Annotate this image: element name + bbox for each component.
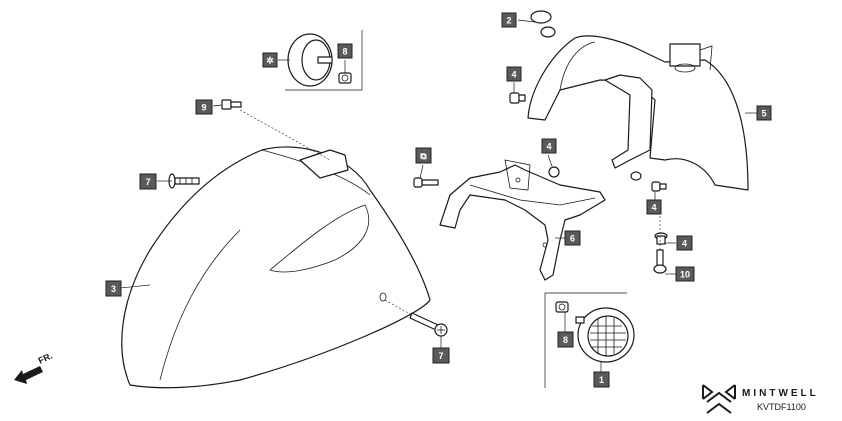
svg-text:7: 7	[145, 177, 150, 187]
callout-5[interactable]: 5	[756, 105, 772, 121]
callout-10[interactable]: 10	[675, 266, 695, 282]
inset-frame-bottom	[544, 292, 627, 388]
callout-4-c[interactable]: 4	[646, 199, 662, 215]
callout-7-right[interactable]: 7	[432, 347, 450, 364]
mintwell-logo-icon	[702, 384, 736, 414]
callout-9[interactable]: 9	[195, 99, 213, 115]
diagram-code: KVTDF1100	[757, 402, 806, 412]
svg-text:10: 10	[680, 270, 690, 280]
svg-text:6: 6	[570, 234, 575, 244]
svg-text:7: 7	[438, 351, 443, 361]
callout-2[interactable]: 2	[501, 12, 517, 28]
svg-text:4: 4	[682, 239, 687, 249]
front-direction-arrow-icon: FR.	[14, 351, 54, 384]
grommet-callout-icon: ✲	[266, 56, 274, 66]
bolt-12-callout-icon: ⧉	[420, 151, 427, 161]
washer-4-icon	[630, 171, 642, 181]
brand-name: MINTWELL	[742, 388, 819, 399]
svg-text:2: 2	[506, 16, 511, 26]
svg-text:3: 3	[111, 284, 116, 294]
bolt-7-left-icon	[168, 173, 200, 189]
grommet-icon	[287, 33, 333, 87]
bolt-4-d-icon	[654, 232, 668, 245]
callout-4-d[interactable]: 4	[676, 235, 693, 251]
callout-8-top[interactable]: 8	[337, 43, 353, 59]
svg-text:4: 4	[511, 70, 516, 80]
bolt-10-icon	[653, 200, 667, 274]
svg-text:4: 4	[651, 203, 656, 213]
bracket-icon	[439, 159, 606, 281]
callout-3[interactable]: 3	[105, 280, 122, 297]
bolt-4-c-icon	[651, 181, 667, 192]
direction-label: FR.	[37, 351, 54, 366]
callout-1[interactable]: 1	[593, 371, 610, 388]
callout-7-left[interactable]: 7	[139, 173, 157, 190]
bolt-4-b-icon	[547, 154, 560, 178]
callout-6[interactable]: 6	[564, 230, 581, 246]
nut-8-bottom-icon	[555, 301, 569, 313]
callout-4-a[interactable]: 4	[506, 66, 522, 82]
bolt-4-a-icon	[509, 92, 526, 104]
callout-grommet[interactable]: ✲	[262, 52, 278, 68]
inset-frame-top	[285, 30, 363, 91]
svg-text:8: 8	[342, 47, 347, 57]
bolt-9-icon	[221, 99, 331, 161]
svg-text:4: 4	[546, 142, 551, 152]
svg-text:8: 8	[563, 335, 568, 345]
svg-text:5: 5	[761, 109, 766, 119]
callout-12[interactable]: ⧉	[415, 147, 432, 164]
svg-text:9: 9	[201, 103, 206, 113]
reflector-icon	[575, 307, 635, 363]
clip-2-icon	[517, 10, 556, 38]
inner-fender-icon	[527, 35, 749, 191]
front-fender-icon	[121, 146, 431, 389]
bolt-12-icon	[413, 177, 439, 188]
svg-text:1: 1	[599, 375, 604, 385]
nut-8-top-icon	[338, 72, 352, 84]
callout-4-b[interactable]: 4	[541, 138, 557, 154]
callout-8-bottom[interactable]: 8	[557, 331, 574, 348]
